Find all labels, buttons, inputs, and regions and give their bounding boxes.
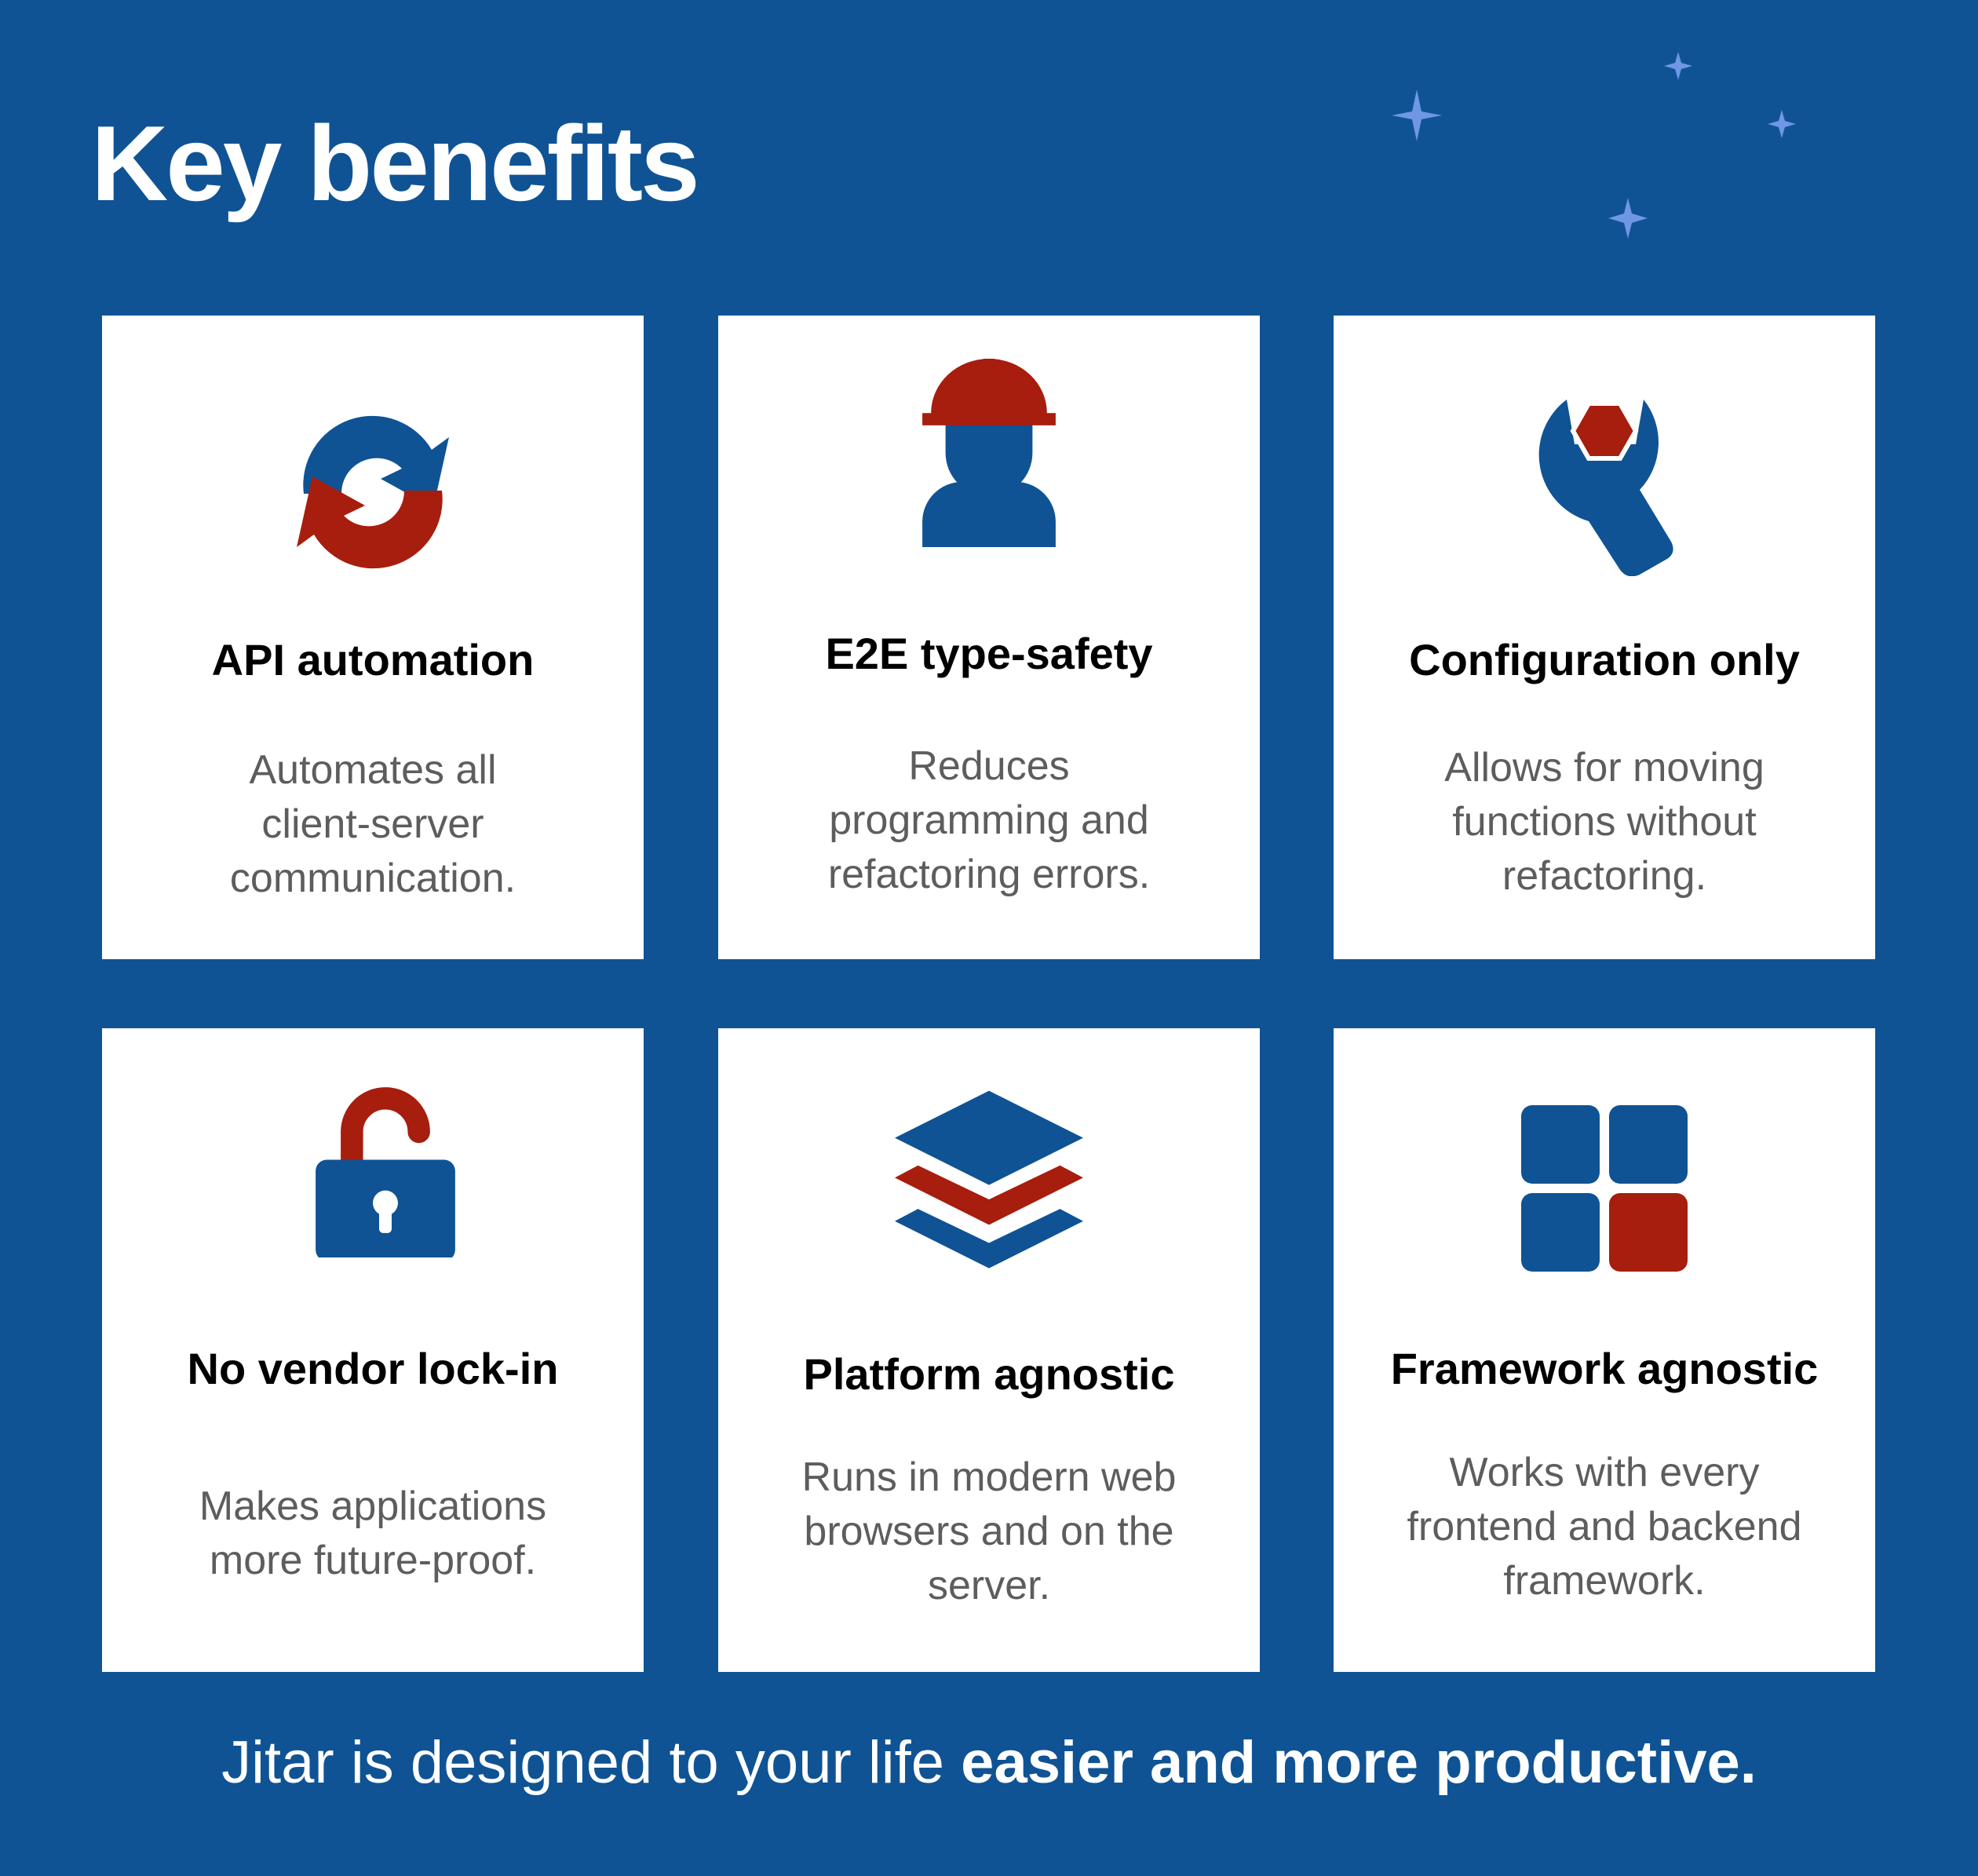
sparkle-icon [1768, 110, 1796, 138]
footer-tagline: Jitar is designed to your life easier an… [0, 1727, 1978, 1798]
card-description: Reduces programming and refactoring erro… [827, 743, 1151, 897]
card-title: Platform agnostic [803, 1349, 1175, 1399]
card-description: Automates all client-server communicatio… [229, 747, 516, 901]
card-title: Framework agnostic [1390, 1344, 1819, 1393]
sparkles-decoration [1392, 52, 1796, 239]
sparkle-icon [1392, 89, 1442, 141]
card-e2e-type-safety: E2E type-safety Reduces programming and … [718, 316, 1260, 959]
card-framework-agnostic: Framework agnostic Works with every fron… [1334, 1028, 1875, 1672]
unlocked-padlock-icon [279, 1069, 467, 1257]
sync-arrows-icon [279, 398, 467, 586]
card-description: Works with every frontend and backend fr… [1407, 1450, 1802, 1604]
sparkle-icon [1664, 52, 1692, 80]
wrench-icon [1510, 388, 1699, 576]
card-api-automation: API automation Automates all client-serv… [102, 316, 644, 959]
layers-icon [895, 1087, 1083, 1276]
card-description: Runs in modern web browsers and on the s… [801, 1454, 1177, 1608]
card-title: Configuration only [1409, 635, 1800, 684]
footer-bold-text: easier and more productive. [961, 1729, 1757, 1796]
card-title: No vendor lock-in [187, 1344, 559, 1393]
worker-hardhat-icon [895, 359, 1083, 547]
footer-light-text: Jitar is designed to your life [221, 1729, 962, 1796]
card-configuration-only: Configuration only Allows for moving fun… [1334, 316, 1875, 959]
grid-blocks-icon [1510, 1099, 1699, 1287]
card-description: Allows for moving functions without refa… [1444, 745, 1765, 899]
card-title: E2E type-safety [825, 629, 1153, 678]
card-description: Makes applications more future-proof. [199, 1484, 547, 1583]
card-title: API automation [211, 635, 535, 684]
card-platform-agnostic: Platform agnostic Runs in modern web bro… [718, 1028, 1260, 1672]
page-title: Key benefits [91, 104, 700, 223]
card-no-vendor-lock-in: No vendor lock-in Makes applications mor… [102, 1028, 644, 1672]
sparkle-icon [1608, 198, 1648, 239]
